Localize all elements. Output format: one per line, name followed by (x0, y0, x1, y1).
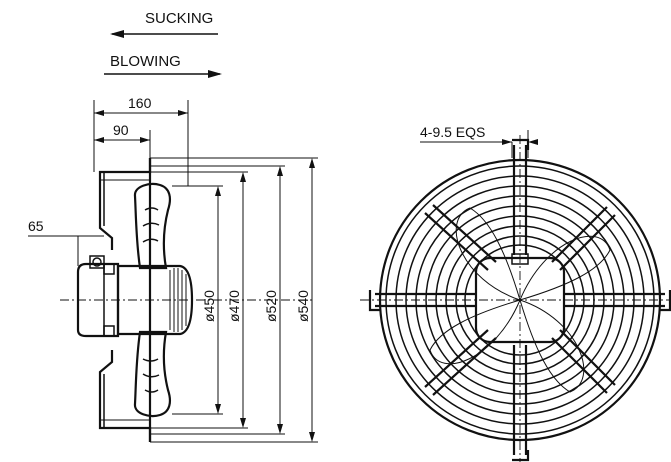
terminal-bolt (92, 257, 102, 267)
dia-450-label: ø450 (201, 290, 217, 322)
side-view: ø450 ø470 ø520 ø540 160 90 65 (28, 95, 318, 443)
dim-65-label: 65 (28, 218, 44, 234)
upper-blade-detail (142, 207, 160, 243)
upper-blade (133, 182, 171, 270)
sucking-label: SUCKING (145, 10, 213, 27)
rotor-hub (116, 264, 194, 336)
sucking-arrowhead (110, 30, 124, 38)
guard-struts (368, 138, 671, 462)
dimension-lines (215, 158, 315, 442)
holes-callout: 4-9.5 EQS (420, 124, 538, 158)
bracket-bottom (103, 325, 115, 337)
dia-520-label: ø520 (263, 290, 279, 322)
blowing-label: BLOWING (110, 53, 181, 70)
dim-90-label: 90 (113, 122, 129, 138)
terminal-box (89, 255, 105, 269)
lower-blade (133, 330, 171, 418)
blowing-indicator: BLOWING (104, 53, 222, 78)
dim-160: 160 (93, 95, 189, 186)
front-view: 4-9.5 EQS (360, 124, 671, 462)
blowing-arrowhead (208, 70, 222, 78)
ring-hatch (100, 179, 150, 421)
dia-470-label: ø470 (226, 290, 242, 322)
motor-body (76, 262, 120, 338)
holes-label: 4-9.5 EQS (420, 124, 485, 140)
dia-extension-lines (150, 157, 318, 443)
dim-160-label: 160 (128, 95, 152, 111)
sucking-indicator: SUCKING (110, 10, 218, 38)
dim-90: 90 (94, 122, 151, 158)
lower-blade-detail (142, 358, 160, 393)
dia-540-label: ø540 (295, 290, 311, 322)
dim-65: 65 (28, 218, 104, 266)
rotor-fins (169, 268, 187, 332)
bracket-top (103, 263, 115, 275)
